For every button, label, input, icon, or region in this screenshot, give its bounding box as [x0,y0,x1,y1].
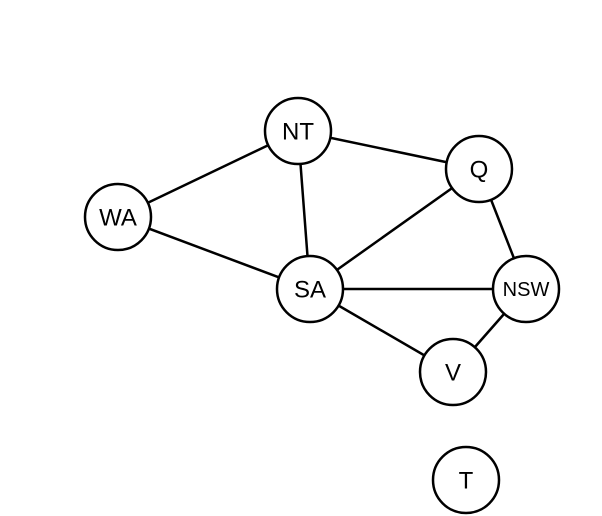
node-q-circle [444,134,514,204]
node-v: V [418,337,488,407]
node-v-label: V [445,360,461,387]
nodes-layer: WA NT Q SA NSW V T [83,96,561,515]
node-wa: WA [83,182,153,252]
node-nt-circle [263,96,333,166]
node-nt: NT [263,96,333,166]
node-t-label: T [459,468,474,495]
node-q: Q [444,134,514,204]
node-wa-circle [83,182,153,252]
node-t-circle [431,445,501,515]
node-sa: SA [275,254,345,324]
edge-sa-q [308,167,481,291]
node-wa-label: WA [99,205,137,232]
node-nsw-circle [491,254,561,324]
node-sa-label: SA [294,277,326,304]
node-q-label: Q [470,157,489,184]
node-sa-circle [275,254,345,324]
node-nsw: NSW [491,254,561,324]
node-v-circle [418,337,488,407]
node-nt-label: NT [282,119,314,146]
node-nsw-label: NSW [503,279,550,301]
node-t: T [431,445,501,515]
